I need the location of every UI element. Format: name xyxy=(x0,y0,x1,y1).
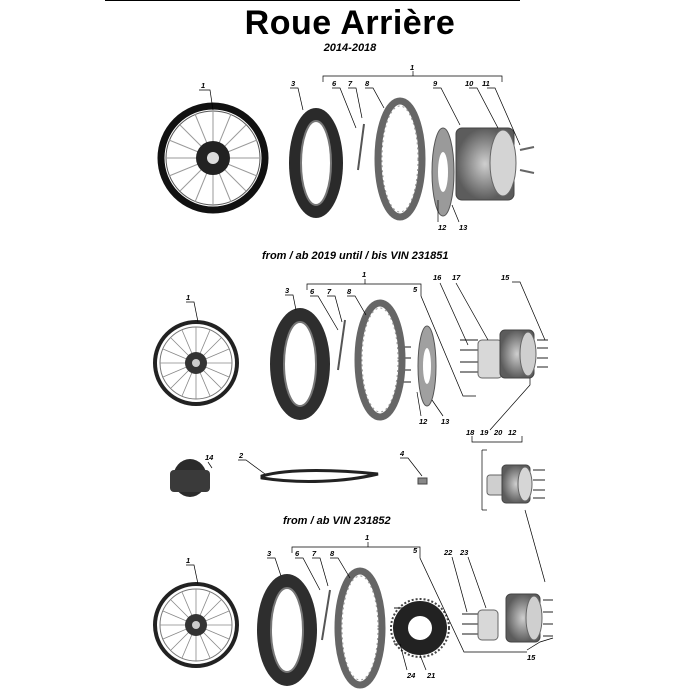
callout-13: 13 xyxy=(459,223,468,232)
callout-19: 19 xyxy=(480,428,489,437)
callout-8: 8 xyxy=(347,287,352,296)
callout-2: 2 xyxy=(238,451,244,460)
sprocket-vin xyxy=(390,598,450,658)
section-heading-vin: from / ab VIN 231852 xyxy=(283,515,391,527)
top-rule xyxy=(105,0,520,1)
callout-1-group: 1 xyxy=(410,63,414,72)
callout-lines-mid xyxy=(186,279,546,443)
callout-11: 11 xyxy=(482,79,490,88)
callout-6: 6 xyxy=(295,549,300,558)
callout-labels-top: 1 3 1 6 7 8 9 10 11 12 13 xyxy=(201,63,490,232)
callout-14: 14 xyxy=(205,453,214,462)
rear-hub-2014 xyxy=(455,127,535,201)
rim-2019 xyxy=(354,299,406,421)
section-heading-2019: from / ab 2019 until / bis VIN 231851 xyxy=(262,250,449,262)
tire-vin xyxy=(257,574,317,686)
callout-7: 7 xyxy=(312,549,317,558)
callout-labels-mid: 1 3 1 6 7 8 5 16 17 15 12 13 18 19 20 12 xyxy=(186,270,517,437)
callout-10: 10 xyxy=(465,79,474,88)
inner-tube xyxy=(170,459,213,497)
spacer-vin xyxy=(462,609,499,641)
wheel-assembly-vin xyxy=(153,582,239,668)
callout-1-group: 1 xyxy=(365,533,369,542)
callout-12: 12 xyxy=(438,223,447,232)
tire-2019 xyxy=(270,308,330,420)
callout-12b: 12 xyxy=(508,428,517,437)
callout-16: 16 xyxy=(433,273,442,282)
page-title: Roue Arrière xyxy=(244,4,456,42)
callout-lines-top xyxy=(199,71,521,223)
tire-2014 xyxy=(289,108,343,218)
callout-3: 3 xyxy=(267,549,272,558)
callout-8: 8 xyxy=(330,549,335,558)
rim-vin xyxy=(334,567,386,689)
rear-hub-2019 xyxy=(499,329,548,379)
callout-9: 9 xyxy=(433,79,438,88)
callout-3: 3 xyxy=(285,286,290,295)
valve-cap xyxy=(400,457,428,485)
brake-disc-2019 xyxy=(402,325,437,407)
callout-18: 18 xyxy=(466,428,475,437)
spoke-nipples-2019 xyxy=(337,319,346,371)
callout-1: 1 xyxy=(201,81,205,90)
wheel-assembly-2014 xyxy=(157,102,269,214)
spoke-nipples-vin xyxy=(321,589,331,641)
callout-labels-loose: 14 2 4 xyxy=(205,449,405,462)
brake-disc-2014 xyxy=(431,127,455,217)
rim-band xyxy=(238,459,379,483)
rear-hub-vin xyxy=(505,593,553,643)
hub-detail-2019 xyxy=(481,449,546,583)
callout-6: 6 xyxy=(332,79,337,88)
callout-5: 5 xyxy=(413,546,418,555)
callout-17: 17 xyxy=(452,273,461,282)
callout-6: 6 xyxy=(310,287,315,296)
callout-23: 23 xyxy=(459,548,469,557)
callout-15: 15 xyxy=(527,653,536,662)
callout-lines-bottom xyxy=(186,542,554,671)
callout-labels-bottom: 1 3 1 6 7 8 5 22 23 15 24 21 xyxy=(186,533,536,680)
callout-13: 13 xyxy=(441,417,450,426)
callout-24: 24 xyxy=(406,671,416,680)
callout-7: 7 xyxy=(327,287,332,296)
callout-20: 20 xyxy=(493,428,503,437)
page-subtitle: 2014-2018 xyxy=(323,42,377,54)
callout-12: 12 xyxy=(419,417,428,426)
callout-7: 7 xyxy=(348,79,353,88)
hub-spacer-2019 xyxy=(460,339,503,379)
callout-22: 22 xyxy=(443,548,453,557)
callout-21: 21 xyxy=(426,671,435,680)
callout-1-group: 1 xyxy=(362,270,366,279)
callout-1: 1 xyxy=(186,556,190,565)
callout-5: 5 xyxy=(413,285,418,294)
callout-3: 3 xyxy=(291,79,296,88)
spoke-nipples-2014 xyxy=(357,123,365,171)
callout-4: 4 xyxy=(399,449,405,458)
callout-15: 15 xyxy=(501,273,510,282)
callout-1: 1 xyxy=(186,293,190,302)
rim-2014 xyxy=(374,97,426,221)
wheel-assembly-2019 xyxy=(153,320,239,406)
callout-8: 8 xyxy=(365,79,370,88)
